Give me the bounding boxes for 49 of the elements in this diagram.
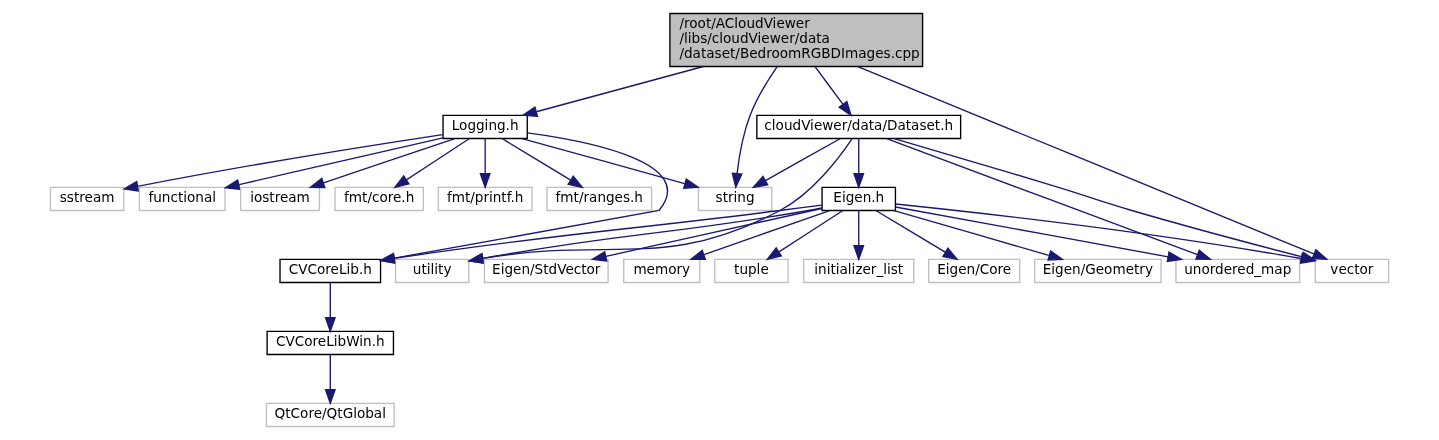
arrow	[751, 137, 842, 189]
node-box: memory	[623, 258, 701, 284]
node-box: unordered_map	[1175, 258, 1301, 284]
node-box: cloudViewer/data/Dataset.h	[756, 114, 962, 140]
node-box: Eigen.h	[821, 186, 897, 212]
arrow	[853, 209, 865, 262]
node-box: Eigen/StdVector	[483, 258, 609, 284]
node-box: /root/ACloudViewer /libs/cloudViewer/data /dataset/BedroomRGBDImages.cpp	[669, 12, 924, 68]
arrow	[731, 66, 778, 190]
arrow	[378, 204, 823, 264]
node-box: iostream	[239, 186, 321, 212]
node-box: QtCore/QtGlobal	[265, 402, 395, 428]
node-box: tuple	[714, 258, 789, 284]
arrow	[689, 209, 831, 260]
node-box: vector	[1314, 258, 1390, 284]
node-box: utility	[394, 258, 470, 284]
node-box: CVCoreLibWin.h	[266, 330, 395, 356]
arrow	[378, 132, 669, 264]
arrow	[122, 133, 444, 192]
arrow	[393, 137, 471, 189]
arrow	[223, 137, 444, 191]
arrow	[853, 137, 865, 190]
arrow	[765, 209, 844, 261]
node-box: Logging.h	[442, 114, 528, 140]
arrow	[479, 137, 491, 190]
arrow	[875, 209, 959, 261]
node-box: sstream	[49, 186, 125, 212]
node-box: functional	[138, 186, 226, 212]
arrow	[521, 65, 704, 118]
arrow	[814, 65, 853, 117]
arrow	[467, 207, 823, 264]
node-box: fmt/ranges.h	[546, 186, 653, 212]
arrow	[885, 138, 1213, 261]
arrow	[894, 206, 1184, 263]
node-box: CVCoreLib.h	[279, 258, 382, 284]
arrow	[521, 137, 701, 190]
arrow	[467, 138, 853, 264]
node-box: string	[697, 186, 773, 212]
arrow	[308, 137, 456, 189]
arrow	[324, 353, 336, 406]
arrow	[893, 209, 1065, 261]
node-box: Eigen/Core	[928, 258, 1021, 284]
arrow	[501, 137, 585, 189]
arrow	[324, 281, 336, 334]
arrow	[590, 207, 823, 262]
node-box: fmt/printf.h	[437, 186, 533, 212]
node-box: fmt/core.h	[334, 186, 424, 212]
node-box: Eigen/Geometry	[1034, 258, 1162, 284]
node-box: initializer_list	[803, 258, 915, 284]
